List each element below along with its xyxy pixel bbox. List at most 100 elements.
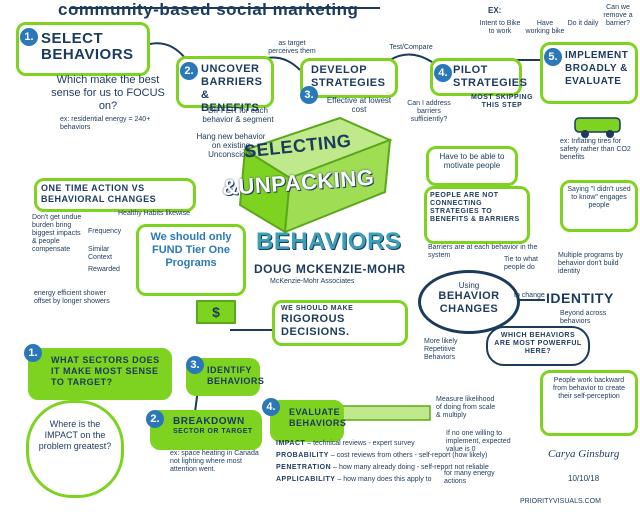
speaker-org: McKenzie-Mohr Associates (270, 278, 355, 285)
breakdown-sub: Sector or Target (173, 428, 253, 435)
signature-date: 10/10/18 (568, 474, 600, 483)
step-2-title: Uncover Barriers & Benefits (201, 63, 263, 114)
tie-note: Tie to what people do (504, 256, 538, 271)
barriers-note: Barriers are at each behavior in the sys… (428, 244, 538, 259)
identify-number: 3. (186, 356, 204, 374)
step-3-note: Effective at lowest cost (326, 96, 392, 114)
step-4-title: Pilot Strategies (453, 64, 528, 89)
step-1-number: 1. (20, 28, 38, 46)
multiple-note: Multiple programs by behavior don't buil… (558, 252, 623, 275)
criteria-item: Applicability – how many does this apply… (276, 476, 432, 483)
evaluate-number: 4. (262, 398, 280, 416)
backward-box: People work backward from behavior to cr… (540, 370, 638, 436)
energy-note: energy efficient shower offset by longer… (34, 290, 110, 305)
col-rewarded: Rewarded (88, 266, 120, 273)
signature-site: PRIORITYVISUALS.COM (520, 498, 601, 505)
step-5-number: 5. (544, 48, 562, 66)
one-time-box: One time action vs Behavioral Changes (34, 178, 196, 212)
space-note: ex: space heating in Canada not lighting… (170, 450, 259, 473)
criteria-item: Penetration – how many already doing - s… (276, 464, 489, 471)
signature-name: Carya Ginsburg (548, 448, 620, 460)
step-4-aside: Can I address barriers sufficiently? (407, 100, 451, 123)
sectors-number: 1. (24, 344, 42, 362)
identity-label: Identity (546, 290, 614, 306)
col-frequency: Frequency (88, 228, 122, 235)
behavior-changes-label: Behavior Changes (438, 290, 500, 315)
criteria-desc: how many does this apply to (343, 476, 432, 483)
breakdown-title: Breakdown (173, 416, 245, 427)
criteria-list: Impact – technical reviews - expert surv… (276, 440, 496, 484)
behavior-changes-box: Using Behavior Changes (418, 270, 520, 334)
step-2-aside: as target perceives them (268, 40, 316, 55)
center-line-3: Behaviors (256, 228, 402, 255)
rigorous-big: Rigorous Decisions. (281, 313, 350, 338)
money-icon: $ (196, 300, 236, 324)
one-time-text: One time action vs Behavioral Changes (41, 183, 157, 204)
rigorous-small: We should make (281, 305, 354, 312)
criteria-desc: technical reviews - expert survey (313, 440, 415, 447)
backward-text: People work backward from behavior to cr… (553, 377, 625, 400)
step-1-box: Select Behaviors (16, 22, 150, 76)
sectors-text: What sectors does it make most sense to … (51, 355, 160, 387)
saying-box: Saying "I didn't used to know" engages p… (560, 180, 638, 232)
repetitive-note: More likely Repetitive Behaviors (424, 338, 458, 361)
speaker-name: Doug McKenzie-Mohr (254, 262, 406, 276)
breakdown-number: 2. (146, 410, 164, 428)
criteria-item: Impact – technical reviews - expert surv… (276, 440, 415, 447)
money-symbol: $ (212, 304, 220, 320)
motivate-text: Have to be able to motivate people (439, 152, 505, 170)
rigorous-box: We should make Rigorous Decisions. (272, 300, 408, 346)
header-ex-item: Intent to Bike to work (479, 20, 521, 35)
evaluate-box: Evaluate Behaviors (270, 400, 347, 442)
fund-box: We should only FUND Tier One Programs (136, 224, 246, 296)
step-3-title: Develop Strategies (311, 64, 386, 89)
identify-text: Identify Behaviors (207, 365, 265, 386)
beyond-note: Beyond across behaviors (560, 310, 607, 325)
criteria-desc: cost reviews from others - self-report (… (336, 452, 488, 459)
breakdown-box: Breakdown Sector or Target (150, 410, 262, 450)
criteria-name: Applicability (276, 476, 336, 483)
page-title: community-based social marketing (58, 0, 359, 19)
step-4-number: 4. (434, 64, 452, 82)
sectors-box: What sectors does it make most sense to … (28, 348, 172, 400)
willing-note: If no one willing to implement, expected… (446, 430, 511, 453)
criteria-name: Penetration (276, 464, 332, 471)
evaluate-title: Evaluate Behaviors (289, 407, 347, 428)
impact-q-text: Where is the IMPACT on the problem great… (38, 419, 112, 451)
hang-note: Hang new behavior on existing Unconsciou… (196, 132, 266, 159)
step-3-aside: Test/Compare (389, 44, 433, 51)
header-ex-item: Do it daily (567, 20, 599, 27)
step-2-note: DIFFER for each behavior & segment (202, 106, 274, 124)
criteria-name: Impact (276, 440, 306, 447)
step-2-number: 2. (180, 62, 198, 80)
header-ex-label: EX: (488, 6, 502, 15)
step-1-note: Which make the best sense for us to FOCU… (51, 74, 165, 112)
header-ex-item: Have working bike (525, 20, 565, 35)
step-1-title: Select Behaviors (41, 30, 134, 63)
using-label: Using (458, 281, 480, 290)
powerful-box: Which behaviors are most powerful here? (486, 326, 590, 366)
step-3-box: Develop Strategies (300, 58, 398, 98)
criteria-name: Probability (276, 452, 329, 459)
saying-text: Saying "I didn't used to know" engages p… (567, 186, 631, 209)
fund-text: We should only FUND Tier One Programs (150, 231, 232, 269)
step-5-box: Implement Broadly & Evaluate (540, 42, 638, 104)
motivate-box: Have to be able to motivate people (426, 146, 518, 186)
col-similar: Similar Context (88, 246, 113, 261)
step-4-note: MOST SKIPPING THIS STEP (470, 94, 534, 109)
to-change-label: to change (514, 292, 545, 299)
not-connecting-box: People are not connecting strategies to … (424, 186, 530, 244)
impact-q-box: Where is the IMPACT on the problem great… (26, 400, 124, 498)
powerful-text: Which behaviors are most powerful here? (494, 332, 582, 355)
step-2-box: Uncover Barriers & Benefits (176, 56, 274, 114)
not-connecting-text: People are not connecting strategies to … (430, 192, 520, 223)
measure-note: Measure likelihood of doing from scale &… (436, 396, 496, 419)
step-1-example: ex: residential energy = 240+ behaviors (60, 116, 151, 131)
criteria-item: Probability – cost reviews from others -… (276, 452, 488, 459)
left-note: Don't get undue burden bring biggest imp… (32, 214, 82, 253)
reliable-note: for many energy actions (444, 470, 495, 485)
header-ex-question: Can we remove a barrier? (603, 4, 633, 27)
step-5-title: Implement Broadly & Evaluate (565, 50, 629, 87)
